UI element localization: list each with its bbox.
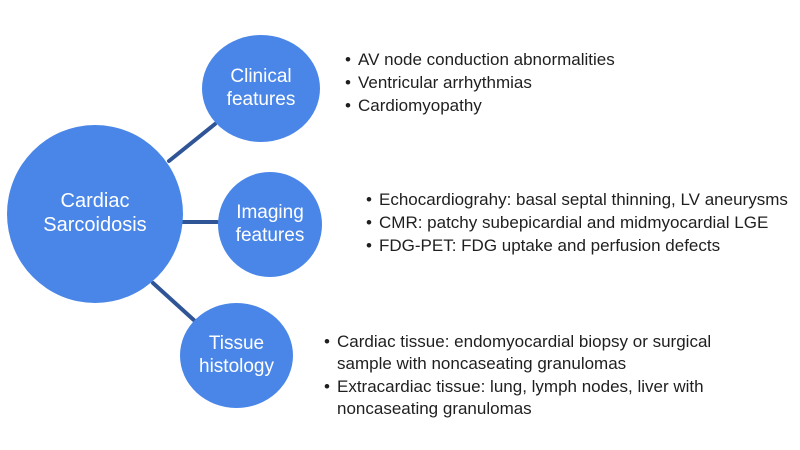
node-tissue-histology-label: Tissue histology (199, 333, 274, 377)
root-node-label: Cardiac Sarcoidosis (43, 190, 147, 236)
connector-root-to-clinical (167, 122, 217, 163)
bullet-item: Extracardiac tissue: lung, lymph nodes, … (324, 376, 756, 420)
clinical-features-bullet-list: AV node conduction abnormalitiesVentricu… (345, 49, 675, 117)
imaging-features-bullet-list: Echocardiograhy: basal septal thinning, … (366, 189, 800, 257)
node-clinical-features-label: Clinical features (226, 66, 296, 110)
bullet-item: Cardiomyopathy (345, 95, 675, 117)
bullet-item: Ventricular arrhythmias (345, 72, 675, 94)
bullet-item: FDG-PET: FDG uptake and perfusion defect… (366, 235, 800, 257)
node-clinical-features: Clinical features (202, 35, 320, 142)
connector-root-to-tissue (151, 281, 198, 324)
bullet-item: Echocardiograhy: basal septal thinning, … (366, 189, 800, 211)
bullet-item: Cardiac tissue: endomyocardial biopsy or… (324, 331, 756, 375)
root-node-cardiac-sarcoidosis: Cardiac Sarcoidosis (7, 125, 183, 303)
bullet-item: AV node conduction abnormalities (345, 49, 675, 71)
bullet-item: CMR: patchy subepicardial and midmyocard… (366, 212, 800, 234)
node-imaging-features-label: Imaging features (235, 202, 305, 246)
node-tissue-histology: Tissue histology (180, 303, 293, 408)
tissue-histology-bullet-list: Cardiac tissue: endomyocardial biopsy or… (324, 331, 756, 420)
node-imaging-features: Imaging features (218, 172, 322, 277)
